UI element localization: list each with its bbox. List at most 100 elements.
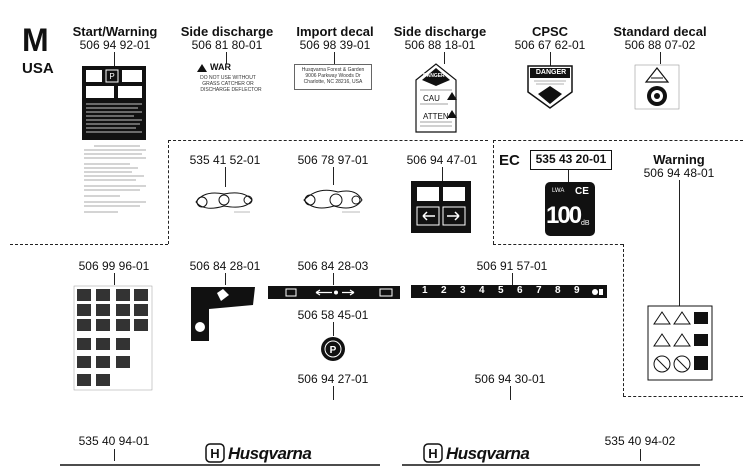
header-title-start-warning: Start/Warning	[72, 24, 158, 39]
belt-diagram-2	[303, 189, 363, 213]
region-border-warning-left	[623, 244, 624, 396]
leader-cpsc	[550, 52, 551, 66]
leader-ec	[568, 170, 569, 182]
header-part-side-discharge-2: 506 88 18-01	[404, 38, 476, 52]
ec-sound-value: 100	[546, 202, 582, 229]
hood-decal-right: H	[402, 443, 700, 466]
speed-digit-2: 2	[441, 285, 447, 296]
part-warning-sheet: 506 99 96-01	[78, 259, 150, 273]
header-part-cpsc: 506 67 62-01	[514, 38, 586, 52]
speed-digit-9: 9	[574, 285, 580, 296]
speed-digit-7: 7	[536, 285, 542, 296]
leader-lower-2	[510, 386, 511, 400]
throttle-decal	[191, 287, 255, 341]
header-title-side-discharge-2: Side discharge	[393, 24, 487, 39]
leader-speed-strip	[512, 273, 513, 285]
speed-digit-8: 8	[555, 285, 561, 296]
hood-decal-left: H	[60, 443, 380, 466]
part-height-strip: 506 84 28-03	[297, 259, 369, 273]
side-discharge-decal-2	[415, 63, 457, 133]
warning-title: Warning	[653, 152, 705, 167]
brand-right: Husqvarna	[446, 444, 530, 463]
region-country: USA	[22, 60, 54, 77]
header-part-start-warning: 506 94 92-01	[79, 38, 151, 52]
leader-parking-brake	[333, 322, 334, 336]
header-title-import-decal: Import decal	[296, 24, 374, 39]
side-discharge-caution: CAU	[423, 94, 440, 103]
region-border-left-bottom	[10, 244, 168, 245]
belt-diagram-1	[195, 192, 253, 213]
region-border-top-right	[493, 140, 743, 141]
ec-ce-mark: CE	[575, 186, 589, 197]
leader-reverse	[442, 167, 443, 181]
header-part-side-discharge-1: 506 81 80-01	[191, 38, 263, 52]
ec-lwa: LWA	[552, 188, 565, 194]
side-discharge-danger: DANGER	[423, 73, 445, 79]
leader-height-strip	[333, 273, 334, 285]
cpsc-decal	[527, 65, 573, 109]
cutting-height-symbols	[285, 288, 393, 297]
header-title-side-discharge-1: Side discharge	[180, 24, 274, 39]
part-speed-strip: 506 91 57-01	[476, 259, 548, 273]
side-discharge-line-3: DISCHARGE DEFLECTOR	[200, 87, 262, 93]
part-hood-right: 535 40 94-02	[604, 434, 676, 448]
side-discharge-war: WAR	[210, 62, 231, 72]
region-border-top-middle	[168, 140, 488, 141]
brand-left: Husqvarna	[228, 444, 312, 463]
side-discharge-decal-1	[197, 64, 207, 72]
speed-digit-3: 3	[460, 285, 466, 296]
part-throttle: 506 84 28-01	[189, 259, 261, 273]
speed-digit-5: 5	[498, 285, 504, 296]
svg-text:P: P	[109, 72, 114, 81]
svg-text:H: H	[428, 446, 437, 461]
region-border-ec-left	[493, 140, 494, 244]
standard-decal	[634, 64, 680, 110]
ec-part-box	[530, 150, 612, 170]
leader-side-discharge-1	[226, 52, 227, 64]
part-parking-brake: 506 58 45-01	[297, 308, 369, 322]
import-decal-line-1: Husqvarna Forest & Garden	[301, 67, 365, 73]
leader-belt-2	[333, 167, 334, 185]
leader-start-warning	[114, 52, 115, 66]
warning-sheet-decal	[73, 285, 153, 391]
part-hood-left: 535 40 94-01	[78, 434, 150, 448]
ec-sound-unit: dB	[581, 220, 590, 227]
speed-strip-end-icon	[592, 289, 603, 295]
warning-part: 506 94 48-01	[643, 166, 715, 180]
part-lower-2: 506 94 30-01	[474, 372, 546, 386]
side-discharge-line-2: GRASS CATCHER OR	[202, 81, 254, 87]
import-decal-line-3: Charlotte, NC 28216, USA	[303, 79, 363, 85]
leader-throttle	[225, 273, 226, 285]
header-part-import-decal: 506 98 39-01	[299, 38, 371, 52]
start-warning-pictograms: P	[86, 69, 142, 133]
region-letter: M	[22, 22, 49, 58]
part-lower-1: 506 94 27-01	[297, 372, 369, 386]
leader-warning-sheet	[114, 273, 115, 285]
parking-brake-icon: P	[321, 337, 345, 361]
speed-digit-4: 4	[479, 285, 485, 296]
region-border-ec-bottom	[493, 244, 623, 245]
speed-strip	[411, 285, 607, 298]
region-border-warning-bottom	[623, 396, 743, 397]
header-title-standard-decal: Standard decal	[613, 24, 707, 39]
header-part-standard-decal: 506 88 07-02	[624, 38, 696, 52]
part-belt-2: 506 78 97-01	[297, 153, 369, 167]
leader-side-discharge-2	[444, 52, 445, 64]
cpsc-danger-label: DANGER	[535, 69, 567, 76]
svg-text:H: H	[210, 446, 219, 461]
import-decal-line-2: 9006 Parkway Woods Dr	[305, 73, 361, 79]
import-decal	[294, 64, 372, 90]
ec-noise-decal	[545, 182, 595, 236]
svg-text:P: P	[330, 345, 337, 356]
warning-pictogram-panel	[647, 305, 713, 381]
leader-hood-left	[114, 449, 115, 461]
leader-warning-panel	[679, 180, 680, 306]
part-reverse: 506 94 47-01	[406, 153, 478, 167]
leader-standard-decal	[660, 52, 661, 64]
leader-import-decal	[334, 52, 335, 64]
leader-hood-right	[640, 449, 641, 461]
start-warning-instructions	[84, 145, 146, 213]
speed-digit-1: 1	[422, 285, 428, 296]
ec-part-number: 535 43 20-01	[535, 152, 607, 166]
part-belt-1: 535 41 52-01	[189, 153, 261, 167]
